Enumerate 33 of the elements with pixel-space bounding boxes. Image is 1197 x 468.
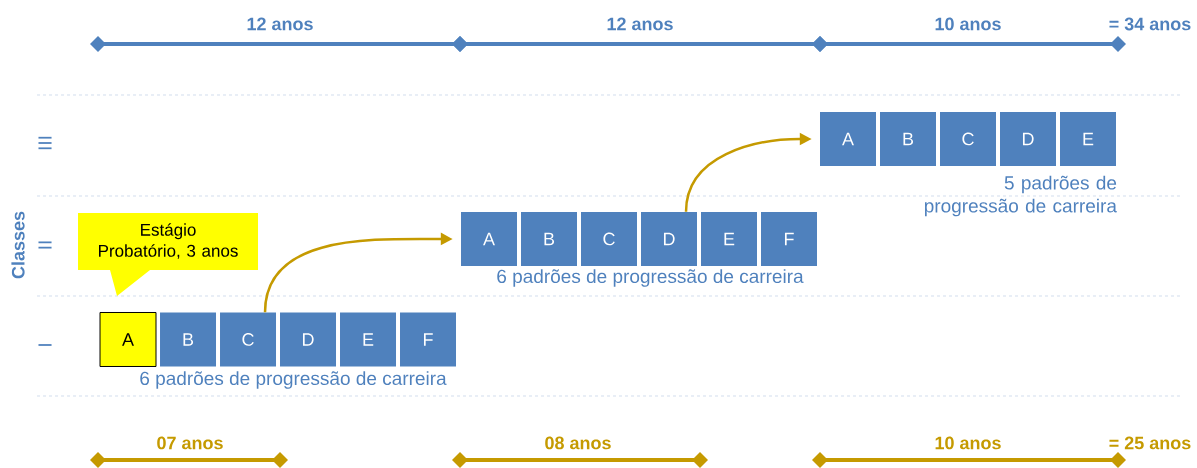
level-box: B	[521, 212, 577, 266]
class-numeral: II	[38, 241, 52, 249]
duration-label: 10 anos	[935, 17, 1001, 31]
total-label: = 34 anos	[1109, 17, 1191, 31]
caption: 5 padrões de progressão de carreira	[924, 175, 1117, 217]
level-box: D	[1000, 112, 1056, 166]
level-box: C	[581, 212, 637, 266]
duration-label: 12 anos	[247, 17, 313, 31]
callout-box: Estágio Probatório, 3 anos	[78, 213, 258, 296]
duration-label: 07 anos	[157, 436, 223, 450]
level-box: E	[1060, 112, 1116, 166]
level-box: A	[461, 212, 517, 266]
class-numeral: I	[38, 344, 52, 346]
level-box: E	[701, 212, 757, 266]
level-box: C	[220, 312, 276, 367]
level-box: F	[761, 212, 817, 266]
level-box: E	[340, 312, 396, 367]
caption: 6 padrões de progressão de carreira	[497, 269, 804, 287]
level-box: B	[880, 112, 936, 166]
level-box: B	[160, 312, 216, 367]
duration-label: 12 anos	[607, 17, 673, 31]
level-box: A	[99, 312, 157, 367]
level-box: D	[280, 312, 336, 367]
caption: 6 padrões de progressão de carreira	[140, 371, 447, 389]
level-box: A	[820, 112, 876, 166]
level-box: D	[641, 212, 697, 266]
total-label: = 25 anos	[1109, 436, 1191, 450]
axis-title: Classes	[11, 211, 25, 279]
level-box: C	[940, 112, 996, 166]
level-box: F	[400, 312, 456, 367]
duration-label: 10 anos	[935, 436, 1001, 450]
class-numeral: III	[38, 136, 52, 150]
duration-label: 08 anos	[545, 436, 611, 450]
